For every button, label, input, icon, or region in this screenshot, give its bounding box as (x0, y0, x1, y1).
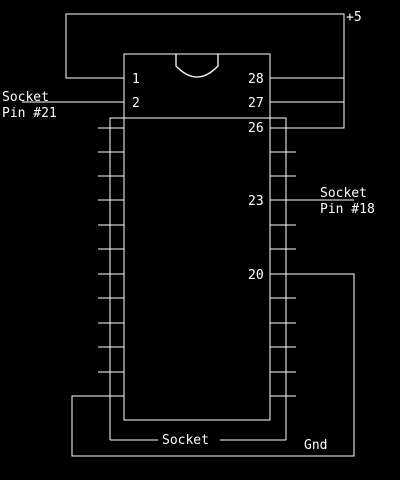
pin-number-20: 20 (248, 268, 264, 283)
pin-number-2: 2 (132, 96, 140, 111)
pin-number-27: 27 (248, 96, 264, 111)
pin-number-28: 28 (248, 72, 264, 87)
left-pin-stubs (98, 127, 124, 373)
socket-pin21-label-line2: Pin #21 (2, 106, 57, 121)
ground-label: Gnd (304, 438, 327, 453)
chip-notch (175, 54, 219, 78)
pin-number-26: 26 (248, 121, 264, 136)
wire-pin20-ground (71, 273, 355, 457)
chip-body (123, 53, 271, 421)
socket-pin18-label-line2: Pin #18 (320, 202, 375, 217)
socket-outline (109, 117, 287, 440)
pin-number-1: 1 (132, 72, 140, 87)
socket-pin21-label-line1: Socket (2, 90, 49, 105)
supply-wire-left (65, 13, 345, 102)
socket-pin18-label-line1: Socket (320, 186, 367, 201)
socket-label: Socket (162, 433, 209, 448)
supply-label: +5 (346, 10, 362, 25)
pin-number-23: 23 (248, 194, 264, 209)
wire-pin26 (270, 102, 345, 129)
right-pin-stubs (270, 151, 296, 397)
